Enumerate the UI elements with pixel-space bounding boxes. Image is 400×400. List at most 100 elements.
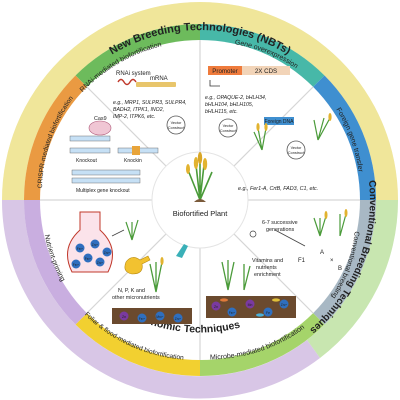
cross-label: × <box>330 258 334 264</box>
dna-bar <box>71 169 141 176</box>
overexpression-content: Promoter 2X CDS e.g., OPAQUE-2, bHLH34, … <box>205 66 290 138</box>
cas9-label: Cas9 <box>94 116 107 122</box>
generations-2: generations <box>266 227 294 233</box>
priming-content: Fe²⁺ Zn²⁺ Fe²⁺ Zn²⁺ Fe²⁺ Zn²⁺ <box>67 211 139 273</box>
microbe-icon <box>256 313 264 317</box>
vit-3: enrichment <box>254 272 281 278</box>
biofortified-plant-icon <box>186 152 213 202</box>
svg-text:Zn: Zn <box>214 305 218 309</box>
svg-text:Zn²⁺: Zn²⁺ <box>92 243 99 247</box>
knockout-label: Knockout <box>76 158 97 164</box>
mrna-label: mRNA <box>150 76 168 82</box>
parent-b-label: B <box>338 266 342 272</box>
ion-zn <box>211 301 221 311</box>
rnai-genes-3: IMP-2, ITPK6, etc. <box>113 114 155 120</box>
svg-text:Mn²⁺: Mn²⁺ <box>156 315 163 319</box>
svg-text:Fe²⁺: Fe²⁺ <box>85 257 92 261</box>
promoter-label: Promoter <box>212 68 237 75</box>
over-genes-2: bHLH104, bHLH105, <box>205 102 253 108</box>
microbe-plant-icon <box>221 260 235 291</box>
over-vector-2: Construct <box>220 129 237 133</box>
parent-a-label: A <box>320 250 324 256</box>
over-genes-3: bHLH115, etc. <box>205 109 238 115</box>
transfer-plant-icon <box>253 127 267 151</box>
multiplex-label: Multiplex gene knockout <box>76 188 130 194</box>
arrow-icon <box>274 229 306 247</box>
svg-text:Fe²⁺: Fe²⁺ <box>229 311 236 315</box>
crispr-content: Cas9 Knockout Knockin Multiplex gene kno… <box>69 116 159 194</box>
transfer-genes: e.g., Fer1-A, CrtB, FAD3, C1, etc. <box>238 186 318 192</box>
ion-zn <box>90 239 100 249</box>
microbe-plant-icon <box>243 264 251 291</box>
mrna-bar <box>136 82 176 87</box>
ion-mn <box>245 299 255 309</box>
svg-text:Zn: Zn <box>122 315 126 319</box>
over-vector-icon <box>218 118 238 138</box>
f1-label: F1 <box>298 258 306 264</box>
foliar-content: N, P, K and other micronutrients Zn Fe²⁺… <box>112 244 192 324</box>
arrow-icon <box>209 80 220 87</box>
vit-1: Vitamins and <box>252 258 283 264</box>
transfer-vector-2: Construct <box>288 151 305 155</box>
svg-text:Zn²⁺: Zn²⁺ <box>175 317 182 321</box>
dna-bar <box>69 135 111 142</box>
svg-text:Fe²⁺: Fe²⁺ <box>73 263 80 267</box>
parent-plant-icon <box>339 213 347 237</box>
ion-zn <box>173 313 183 323</box>
ion-zn <box>279 299 289 309</box>
rnai-vector-icon <box>166 115 186 135</box>
over-genes-1: e.g., OPAQUE-2, bHLH34, <box>205 95 266 101</box>
dna-bar <box>71 177 141 184</box>
foreign-dna-box <box>264 117 294 125</box>
flask-icon <box>67 211 113 273</box>
microbe-icon <box>220 298 228 302</box>
arrow-icon <box>111 229 125 237</box>
foreign-dna-label: Foreign DNA <box>265 119 295 125</box>
conventional-band <box>307 200 399 358</box>
svg-text:Fe²⁺: Fe²⁺ <box>77 247 84 251</box>
rnai-vector-1: Vector <box>171 121 182 125</box>
rnai-system-label: RNAi system <box>116 71 151 77</box>
soil-strip <box>112 308 192 324</box>
rnai-content: RNAi system mRNA e.g., MRP1, SULPR3, SUL… <box>113 71 187 135</box>
svg-text:Fe²⁺: Fe²⁺ <box>139 317 146 321</box>
npk-2: other micronutrients <box>112 295 160 301</box>
npk-1: N, P, K and <box>118 288 145 294</box>
ntb-band <box>2 2 398 200</box>
agronomic-band <box>1 200 321 399</box>
rnai-genes-1: e.g., MRP1, SULPR3, SULPR4, <box>113 100 187 106</box>
ion-zn <box>119 311 129 321</box>
cds-label: 2X CDS <box>255 68 277 75</box>
microbe-content: Vitamins and nutrients enrichment Zn Fe²… <box>206 258 296 318</box>
ion-fe <box>263 307 273 317</box>
svg-text:Zn²⁺: Zn²⁺ <box>104 251 111 255</box>
center-label: Biofortified Plant <box>173 209 229 218</box>
ion-fe <box>137 313 147 323</box>
microbe-icon <box>272 298 280 302</box>
f1-plant-icon <box>313 215 327 237</box>
knockin-label: Knockin <box>124 158 142 164</box>
ion-fe <box>75 243 85 253</box>
foliar-plant-icon <box>149 261 163 293</box>
dna-bar <box>69 147 111 154</box>
over-vector-1: Vector <box>223 124 234 128</box>
cycle-icon <box>249 230 257 238</box>
ion-zn <box>102 247 112 257</box>
ion-mn <box>155 311 165 321</box>
transfer-vector-icon <box>286 140 306 160</box>
generations-1: 6-7 successive <box>262 220 298 226</box>
vit-2: nutrients <box>256 265 277 271</box>
transfer-vector-1: Vector <box>291 146 302 150</box>
seedling-icon <box>125 219 139 241</box>
cas9-icon <box>88 120 112 136</box>
ion-zn <box>95 257 105 267</box>
conventional-content: 6-7 successive generations F1 A × B <box>249 209 348 272</box>
insert-icon <box>132 146 140 155</box>
svg-text:Zn²⁺: Zn²⁺ <box>281 303 288 307</box>
transfer-plant-2-icon <box>313 117 331 141</box>
rnai-vector-2: Construct <box>168 126 185 130</box>
ion-fe <box>227 307 237 317</box>
